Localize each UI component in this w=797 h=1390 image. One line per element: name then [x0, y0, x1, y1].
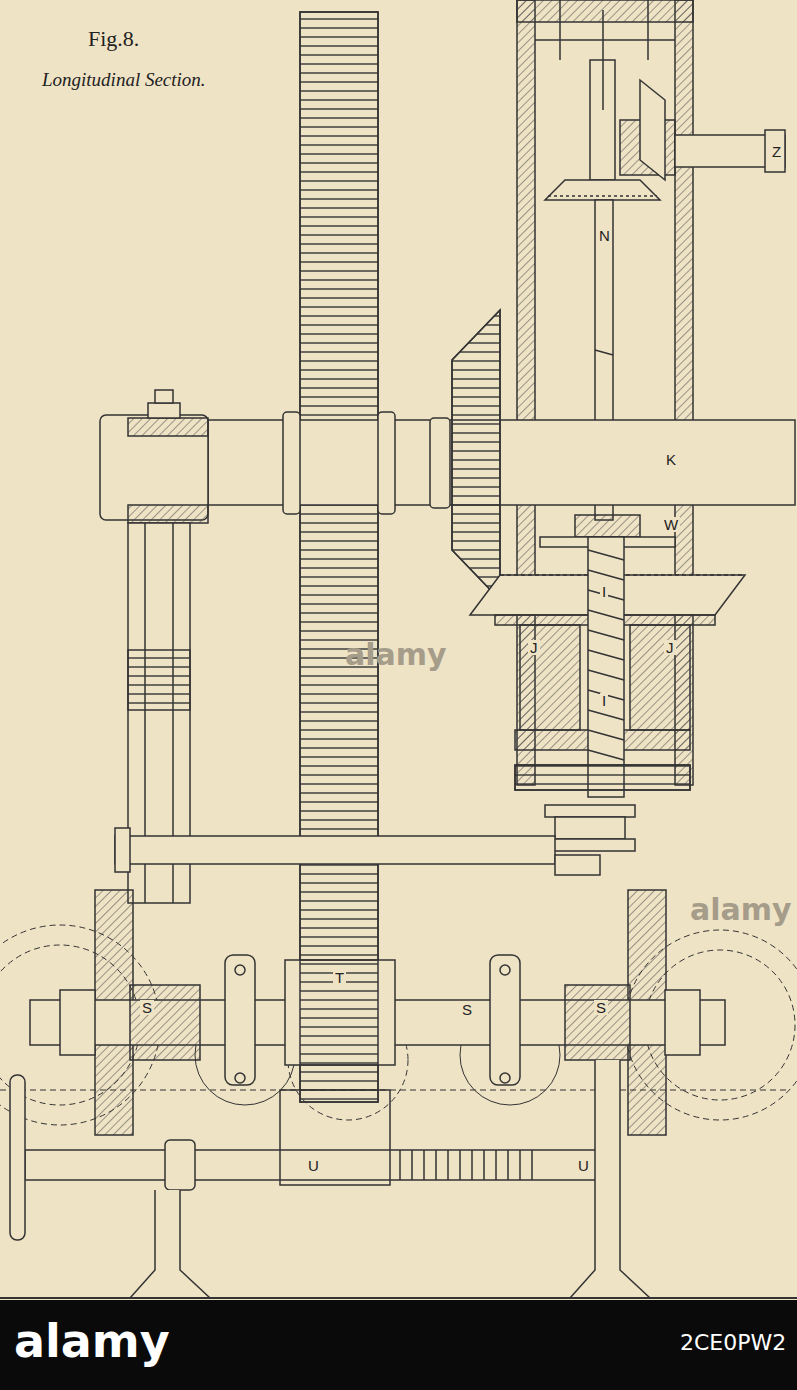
image-id: 2CE0PW2 [680, 1332, 786, 1354]
callout-letter: J [664, 640, 676, 655]
watermark: alamy [345, 640, 447, 670]
callout-letter: S [594, 1000, 608, 1015]
callout-letter: T [333, 970, 346, 985]
figure-title: Fig.8. [88, 28, 139, 50]
callout-letter: S [140, 1000, 154, 1015]
callout-letter: K [664, 452, 678, 467]
callout-letter: N [597, 228, 612, 243]
watermark-logo: alamy [14, 1318, 170, 1364]
callout-letter: I [600, 693, 608, 708]
callout-letter: W [662, 517, 680, 532]
callout-letter: J [528, 640, 540, 655]
figure-caption: Longitudinal Section. [40, 70, 208, 89]
callout-letter: U [306, 1158, 321, 1173]
callout-letter: S [460, 1002, 474, 1017]
callout-letter: Z [770, 144, 783, 159]
callout-letter: U [576, 1158, 591, 1173]
callout-letter: I [600, 584, 608, 599]
watermark: alamy [690, 895, 792, 925]
